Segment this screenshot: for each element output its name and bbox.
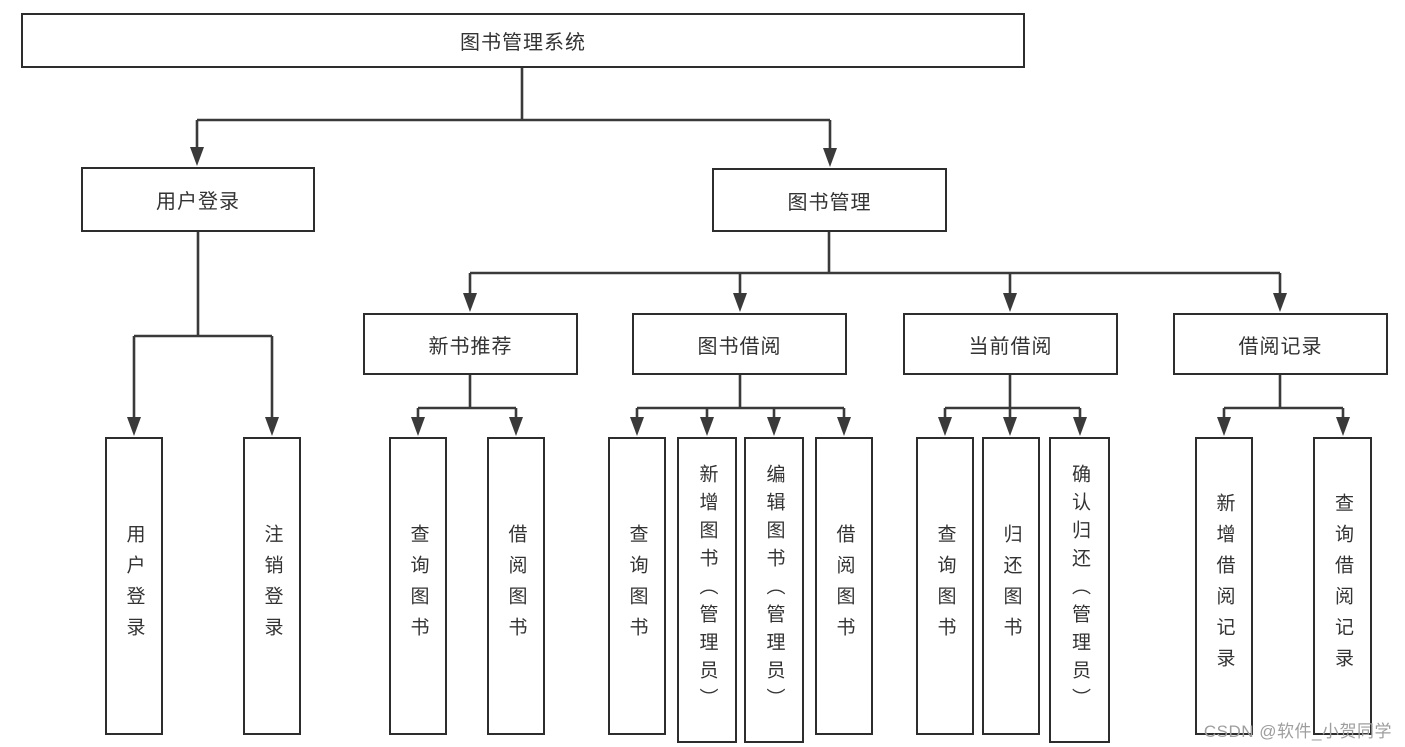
node-label: 编辑图书（管理员） <box>763 464 785 716</box>
node-label: 用户登录 <box>123 524 145 648</box>
node-label: 借阅图书 <box>833 524 855 648</box>
node-label: 新书推荐 <box>428 335 513 358</box>
node-label: 借阅记录 <box>1238 335 1323 358</box>
leaf-borrow-books-2: 借阅图书 <box>815 437 873 735</box>
leaf-add-book-admin: 新增图书（管理员） <box>677 437 737 743</box>
leaf-logout: 注销登录 <box>243 437 301 735</box>
leaf-query-borrow-record: 查询借阅记录 <box>1313 437 1372 735</box>
node-label: 借阅图书 <box>505 524 527 648</box>
leaf-query-books-1: 查询图书 <box>389 437 447 735</box>
leaf-borrow-books-1: 借阅图书 <box>487 437 545 735</box>
node-label: 查询图书 <box>407 524 429 648</box>
watermark-text: CSDN @软件_小贺同学 <box>1203 722 1392 741</box>
leaf-add-borrow-record: 新增借阅记录 <box>1195 437 1253 735</box>
node-borrow-records: 借阅记录 <box>1173 313 1388 375</box>
leaf-user-login: 用户登录 <box>105 437 163 735</box>
node-label: 新增借阅记录 <box>1213 493 1235 679</box>
node-user-login: 用户登录 <box>81 167 315 232</box>
node-label: 查询图书 <box>626 524 648 648</box>
node-current-borrowing: 当前借阅 <box>903 313 1118 375</box>
leaf-confirm-return-admin: 确认归还（管理员） <box>1049 437 1110 743</box>
node-label: 查询借阅记录 <box>1332 493 1353 679</box>
node-new-book-recommend: 新书推荐 <box>363 313 578 375</box>
node-label: 图书管理系统 <box>460 32 586 54</box>
node-book-management: 图书管理 <box>712 168 947 232</box>
node-book-management-system: 图书管理系统 <box>21 13 1025 68</box>
node-label: 确认归还（管理员） <box>1069 464 1090 716</box>
node-label: 图书管理 <box>787 191 872 214</box>
node-label: 注销登录 <box>261 524 283 648</box>
node-label: 查询图书 <box>934 524 956 648</box>
node-book-borrowing: 图书借阅 <box>632 313 847 375</box>
node-label: 当前借阅 <box>968 335 1053 358</box>
node-label: 图书借阅 <box>697 335 782 358</box>
leaf-return-books: 归还图书 <box>982 437 1040 735</box>
node-label: 新增图书（管理员） <box>696 464 718 716</box>
leaf-query-books-3: 查询图书 <box>916 437 974 735</box>
node-label: 归还图书 <box>1000 524 1022 648</box>
leaf-query-books-2: 查询图书 <box>608 437 666 735</box>
leaf-edit-book-admin: 编辑图书（管理员） <box>744 437 804 743</box>
node-label: 用户登录 <box>156 191 240 213</box>
